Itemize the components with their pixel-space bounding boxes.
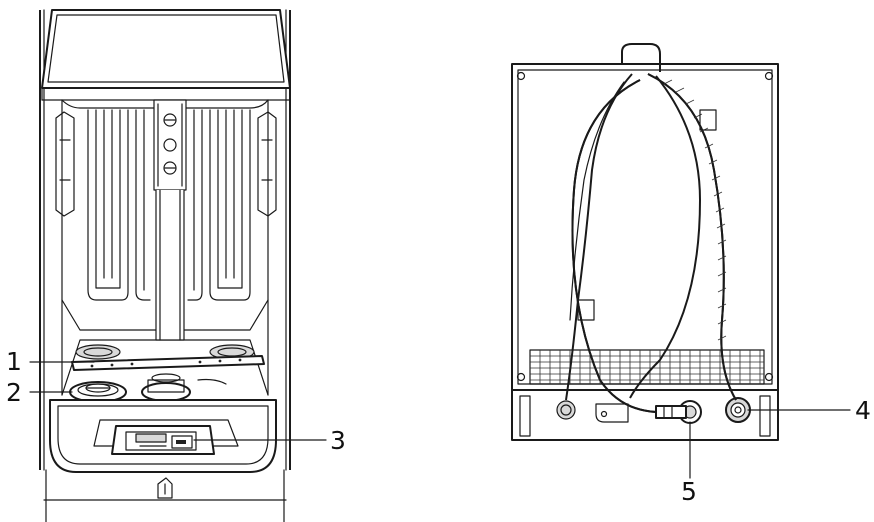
callout-3: 3: [330, 426, 346, 455]
dishwasher-rear-view: [511, 43, 779, 441]
open-door: [43, 399, 287, 501]
top-panel: [41, 9, 291, 101]
inlet-connector: [725, 397, 751, 423]
lower-spray-arm: [71, 355, 265, 371]
filter-assembly: [69, 373, 227, 403]
callout-leaders: [29, 361, 851, 479]
drain-connector: [655, 400, 702, 424]
callout-4: 4: [855, 396, 871, 425]
bottom-inlets: [75, 344, 255, 360]
callout-2: 2: [6, 378, 22, 407]
callout-5: 5: [681, 477, 697, 506]
vent-grille: [529, 349, 765, 385]
hoses: [565, 43, 737, 413]
spray-arm-supply-pipe: [153, 99, 187, 341]
callout-1: 1: [6, 347, 22, 376]
detergent-dispenser: [111, 425, 215, 455]
dishwasher-front-view: [39, 9, 291, 522]
tub-interior: [55, 99, 277, 396]
